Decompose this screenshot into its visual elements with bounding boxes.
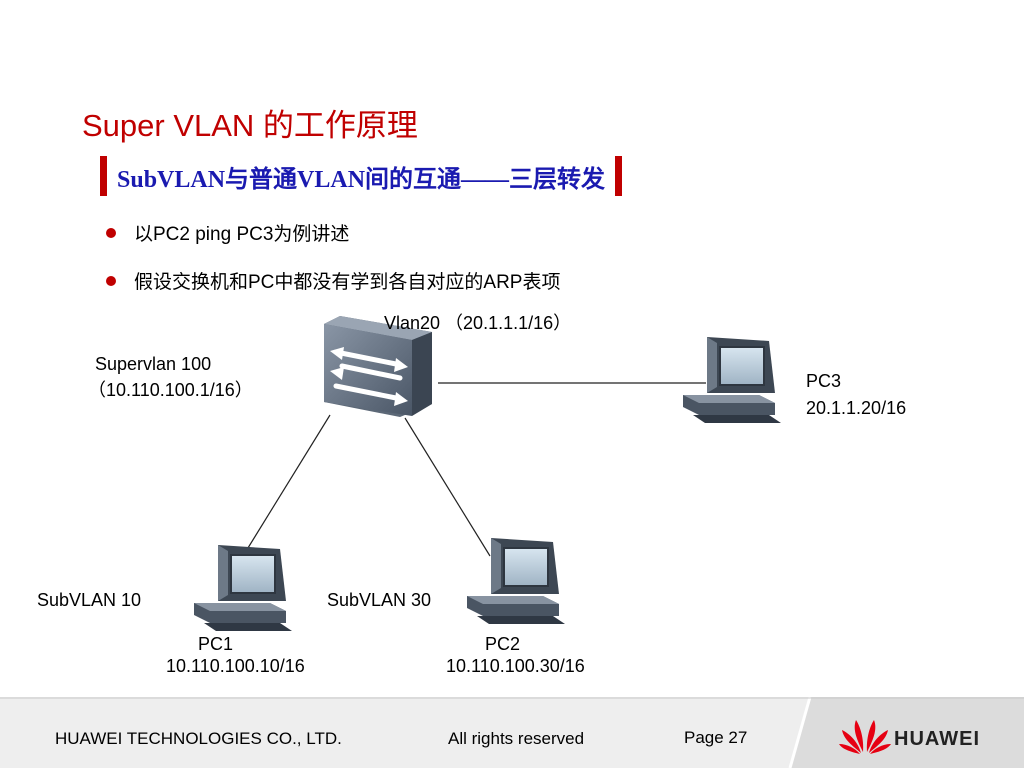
bullet-dot (106, 227, 116, 238)
link-switch-pc1 (242, 414, 331, 557)
bullet-2: 假设交换机和PC中都没有学到各自对应的ARP表项 (106, 267, 560, 294)
pc2-computer-icon (467, 538, 565, 624)
left-bracket (100, 156, 107, 196)
footer-rights: All rights reserved (448, 729, 585, 748)
supervlan-ip: （10.110.100.1/16） (88, 380, 253, 400)
pc2-name: PC2 (485, 634, 521, 654)
link-switch-pc2 (404, 417, 491, 557)
network-diagram (194, 316, 781, 631)
huawei-logo-icon (839, 720, 891, 754)
bullet-1: 以PC2 ping PC3为例讲述 (106, 219, 349, 246)
pc3-name: PC3 (806, 371, 842, 391)
bullet-2-text: 假设交换机和PC中都没有学到各自对应的ARP表项 (134, 272, 561, 293)
footer-page: Page 27 (684, 728, 748, 747)
supervlan-label: Supervlan 100 (95, 354, 212, 374)
pc2-ip: 10.110.100.30/16 (446, 656, 585, 676)
bullet-1-text: 以PC2 ping PC3为例讲述 (134, 224, 350, 245)
slide-title: Super VLAN 的工作原理 (82, 108, 418, 143)
vlan20-label: Vlan20 （20.1.1.1/16） (384, 313, 572, 333)
huawei-brand-text: HUAWEI (894, 728, 980, 750)
switch-icon (324, 316, 432, 417)
pc1-ip: 10.110.100.10/16 (166, 656, 305, 676)
pc1-name: PC1 (198, 634, 234, 654)
pc1-computer-icon (194, 545, 292, 631)
subvlan30-label: SubVLAN 30 (327, 590, 432, 610)
bullet-dot (106, 275, 116, 286)
footer-company: HUAWEI TECHNOLOGIES CO., LTD. (55, 729, 342, 748)
subvlan10-label: SubVLAN 10 (37, 590, 142, 610)
right-bracket (615, 156, 623, 196)
subtitle-text: SubVLAN与普通VLAN间的互通——三层转发 (117, 166, 606, 193)
slide-subtitle: SubVLAN与普通VLAN间的互通——三层转发 (100, 154, 623, 198)
pc3-ip: 20.1.1.20/16 (806, 398, 907, 418)
pc3-computer-icon (683, 337, 781, 423)
